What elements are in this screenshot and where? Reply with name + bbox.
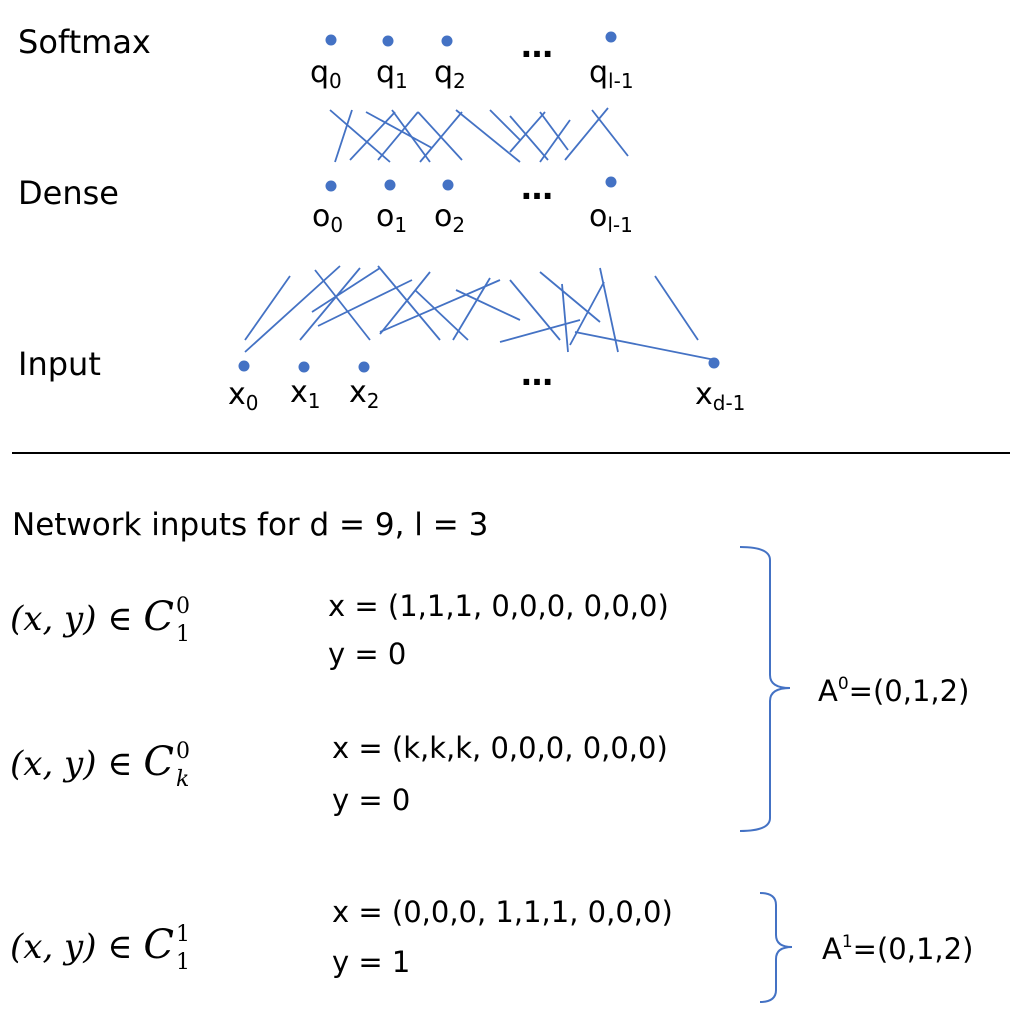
edge-1 (334, 109, 353, 163)
edge-22 (317, 279, 413, 327)
edge-9 (489, 109, 521, 141)
edge-20 (377, 265, 441, 341)
node-q1 (382, 35, 394, 47)
node-label-o1: o1 (376, 199, 408, 237)
node-label-o0: o0 (312, 199, 344, 237)
edge-4 (349, 111, 396, 161)
edge-8 (419, 111, 463, 163)
assignment-a0: A0=(0,1,2) (818, 673, 970, 708)
example-1-y: y = 0 (328, 637, 407, 671)
node-o1 (384, 179, 396, 191)
node-label-x1: x1 (290, 375, 321, 413)
ellipsis-dense: … (521, 169, 554, 207)
section-title: Network inputs for d = 9, l = 3 (12, 507, 489, 543)
edge-11 (539, 111, 569, 151)
node-x2 (358, 361, 370, 373)
edge-6 (377, 111, 419, 161)
edge-0 (329, 109, 391, 163)
assignment-a1: A1=(0,1,2) (822, 931, 974, 966)
edge-3 (391, 109, 431, 163)
node-o0 (325, 180, 337, 192)
edge-15 (564, 107, 609, 161)
edge-28 (379, 279, 501, 333)
edge-30 (561, 283, 569, 353)
section-divider (12, 452, 1010, 454)
example-2-y: y = 0 (332, 783, 411, 817)
edge-26 (452, 277, 491, 341)
edge-33 (654, 275, 699, 341)
edge-17 (314, 269, 371, 341)
edge-19 (299, 267, 361, 341)
layer-label-softmax: Softmax (18, 23, 151, 61)
edge-10 (509, 115, 549, 161)
node-label-o2: o2 (434, 199, 466, 237)
node-q0 (325, 34, 337, 46)
edge-23 (414, 289, 469, 341)
node-q-l-1 (605, 31, 617, 43)
layer-label-dense: Dense (18, 174, 119, 212)
edge-18 (244, 265, 341, 353)
edge-7 (455, 109, 521, 163)
edge-12 (509, 111, 546, 153)
edge-29 (539, 271, 601, 323)
edge-16 (244, 275, 291, 341)
node-x1 (298, 361, 310, 373)
node-label-x0: x0 (228, 377, 259, 415)
edge-13 (539, 119, 571, 163)
edge-5 (417, 111, 463, 161)
node-x0 (238, 360, 250, 372)
brace-group-0 (739, 546, 791, 832)
layer-label-input: Input (18, 345, 101, 383)
node-label-q-l-1: ql-1 (589, 55, 634, 93)
example-2-x: x = (k,k,k, 0,0,0, 0,0,0) (332, 731, 668, 765)
node-x-d-1 (708, 357, 720, 369)
edge-27 (509, 279, 561, 341)
example-1-x: x = (1,1,1, 0,0,0, 0,0,0) (328, 589, 669, 623)
node-label-x-d-1: xd-1 (695, 377, 746, 415)
node-o2 (442, 179, 454, 191)
node-q2 (441, 35, 453, 47)
example-3-y: y = 1 (332, 945, 411, 979)
edge-2 (365, 111, 433, 149)
ellipsis-softmax: … (521, 27, 554, 65)
node-label-q0: q0 (310, 55, 342, 93)
edge-21 (311, 267, 381, 313)
brace-group-1 (759, 892, 793, 1003)
example-3-x: x = (0,0,0, 1,1,1, 0,0,0) (332, 895, 673, 929)
edge-24 (379, 271, 431, 335)
node-o-l-1 (605, 176, 617, 188)
edge-34 (499, 319, 581, 343)
node-label-o-l-1: ol-1 (589, 199, 633, 237)
ellipsis-input: … (521, 355, 554, 393)
edge-14 (591, 109, 629, 157)
node-label-q1: q1 (376, 55, 408, 93)
node-label-q2: q2 (434, 55, 466, 93)
edge-32 (569, 281, 605, 346)
edge-35 (574, 331, 716, 361)
node-label-x2: x2 (349, 375, 380, 413)
